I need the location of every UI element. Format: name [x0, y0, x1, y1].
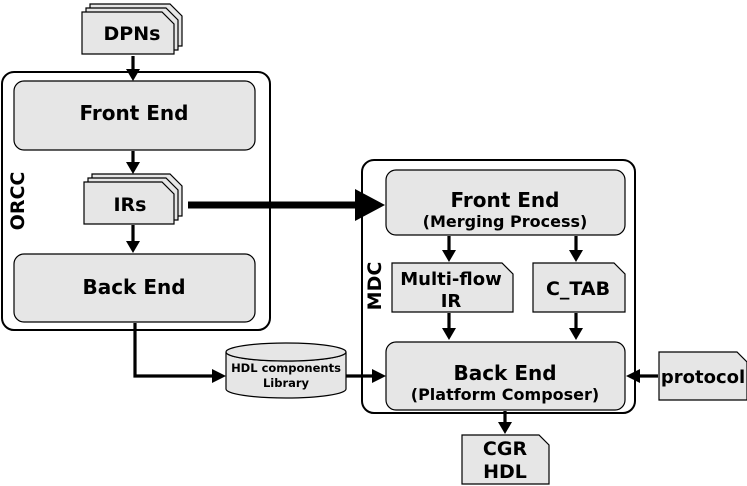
- hdl-library-cylinder: HDL components Library: [225, 342, 347, 399]
- orcc-back-end-box: [13, 253, 256, 323]
- c-tab-document: [532, 262, 626, 313]
- hdl-library-line1: HDL components: [231, 361, 341, 375]
- arrow-back-end-to-cgr-hdl: [498, 411, 512, 434]
- arrow-front-end-to-multiflow: [442, 236, 456, 262]
- mdc-back-end-subtitle: (Platform Composer): [411, 385, 599, 404]
- dpns-label: DPNs: [104, 23, 161, 45]
- mdc-back-end-title: Back End: [453, 361, 556, 385]
- arrow-irs-to-mdc: [188, 189, 385, 221]
- multiflow-ir-line2: IR: [441, 291, 462, 312]
- cgr-hdl-line1: CGR: [483, 438, 528, 460]
- multiflow-ir-document: [391, 262, 514, 313]
- dpns-document-stack: DPNs: [81, 3, 183, 55]
- orcc-front-end-label: Front End: [80, 101, 189, 125]
- mdc-front-end-title: Front End: [451, 188, 560, 212]
- hdl-library-line2: Library: [263, 376, 310, 390]
- cgr-hdl-line2: HDL: [483, 461, 527, 483]
- orcc-front-end-box: [13, 80, 256, 151]
- protocol-label: protocol: [661, 367, 745, 388]
- arrow-irs-to-back-end: [126, 225, 140, 253]
- orcc-label: ORCC: [7, 172, 29, 231]
- arrow-front-end-to-irs: [126, 151, 140, 174]
- arrow-front-end-to-ctab: [569, 236, 583, 262]
- mdc-front-end-box: [385, 169, 626, 236]
- mdc-label: MDC: [364, 262, 386, 311]
- arrow-library-to-mdc-back-end: [346, 369, 386, 383]
- orcc-back-end-label: Back End: [82, 275, 185, 299]
- arrow-multiflow-to-back-end: [442, 313, 456, 340]
- irs-label: IRs: [113, 194, 146, 216]
- arrow-orcc-back-end-to-library: [133, 323, 226, 383]
- arrow-dpns-to-front-end: [126, 56, 140, 81]
- protocol-document: [658, 351, 747, 401]
- arrow-ctab-to-back-end: [569, 313, 583, 340]
- multiflow-ir-line1: Multi-flow: [400, 269, 501, 290]
- irs-document-stack: IRs: [83, 173, 183, 225]
- mdc-front-end-subtitle: (Merging Process): [423, 212, 588, 231]
- arrow-protocol-to-back-end: [626, 369, 658, 383]
- cgr-hdl-document: [461, 434, 550, 485]
- c-tab-label: C_TAB: [546, 278, 610, 300]
